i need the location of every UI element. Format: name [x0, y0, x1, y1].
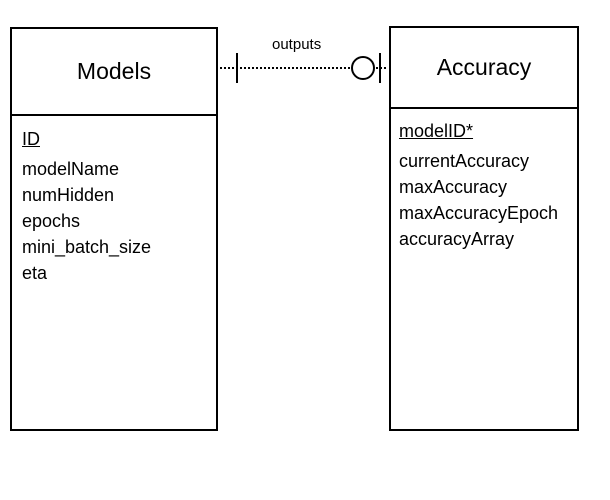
models-attribute: mini_batch_size [22, 237, 152, 257]
models-entity-attributes[interactable]: ID modelName numHidden epochs mini_batch… [10, 116, 218, 431]
models-entity-title: Models [76, 58, 152, 84]
accuracy-attribute-list: modelID* currentAccuracy maxAccuracy max… [399, 118, 558, 252]
optional-cardinality-circle [351, 56, 375, 80]
accuracy-entity-attributes[interactable]: modelID* currentAccuracy maxAccuracy max… [389, 109, 579, 431]
models-attribute: epochs [22, 211, 81, 231]
models-attribute-list: ID modelName numHidden epochs mini_batch… [22, 126, 151, 286]
accuracy-attribute: maxAccuracy [399, 177, 508, 197]
accuracy-attribute: maxAccuracyEpoch [399, 203, 559, 223]
accuracy-attribute: accuracyArray [399, 229, 515, 249]
accuracy-attribute: currentAccuracy [399, 151, 530, 171]
models-attribute: numHidden [22, 185, 115, 205]
models-entity-header[interactable]: Models [10, 27, 218, 116]
accuracy-entity-header[interactable]: Accuracy [389, 26, 579, 109]
relationship-label: outputs [272, 36, 322, 53]
models-attribute: modelName [22, 159, 120, 179]
models-primary-key: ID [22, 129, 40, 149]
models-attribute: eta [22, 263, 48, 283]
accuracy-primary-key: modelID* [399, 121, 474, 141]
accuracy-entity-title: Accuracy [436, 54, 532, 80]
